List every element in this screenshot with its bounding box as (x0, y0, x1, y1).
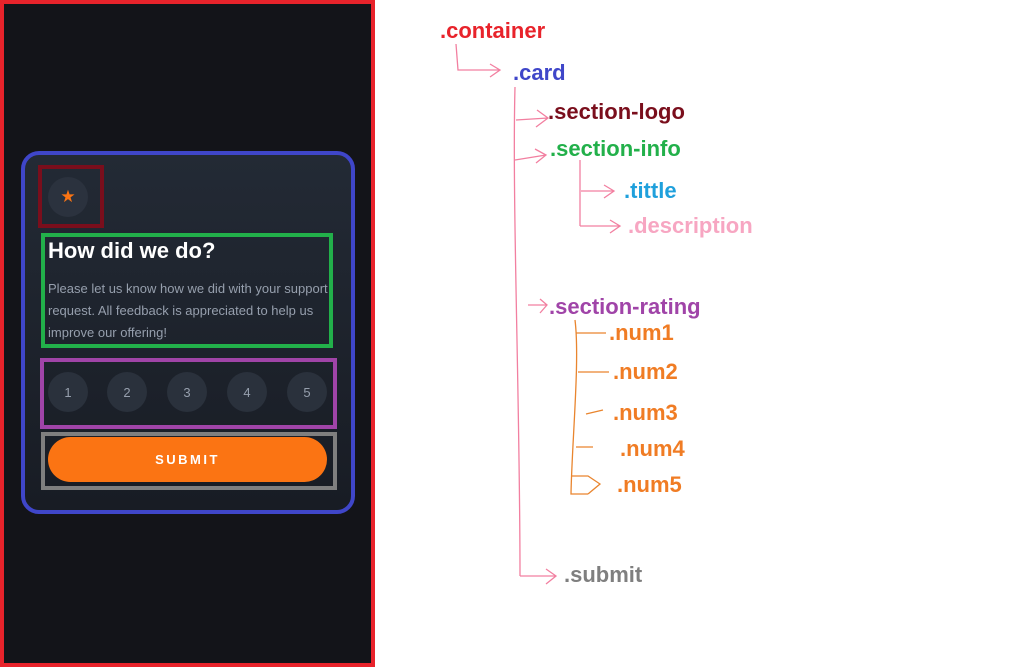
submit-frame (41, 432, 337, 490)
label-num1: .num1 (609, 320, 674, 345)
label-section-info: .section-info (550, 136, 681, 161)
rating-2-button[interactable]: 2 (107, 372, 147, 412)
section-rating-frame (40, 358, 337, 429)
connector-tittle (581, 184, 616, 199)
submit-button[interactable]: SUBMIT (48, 437, 327, 482)
connector-description (580, 219, 622, 234)
rating-4-button[interactable]: 4 (227, 372, 267, 412)
section-info-frame (41, 233, 333, 348)
connector-container-card (455, 43, 502, 78)
label-num5: .num5 (617, 472, 682, 497)
logo-badge: ★ (48, 177, 88, 217)
rating-3-button[interactable]: 3 (167, 372, 207, 412)
rating-1-button[interactable]: 1 (48, 372, 88, 412)
connector-section-info (514, 148, 548, 164)
label-card: .card (513, 60, 566, 85)
label-section-rating: .section-rating (549, 294, 701, 319)
label-description: .description (628, 213, 753, 238)
connector-card-trunk (513, 86, 521, 577)
connector-num3 (585, 409, 604, 415)
label-section-logo: .section-logo (548, 99, 685, 124)
label-submit: .submit (564, 562, 643, 587)
connector-num5 (571, 475, 602, 495)
label-num2: .num2 (613, 359, 678, 384)
star-icon: ★ (60, 186, 76, 207)
connector-section-logo (515, 109, 550, 128)
connector-section-rating (528, 298, 548, 314)
card-title: How did we do? (48, 238, 216, 263)
label-tittle: .tittle (624, 178, 677, 203)
label-container: .container (440, 18, 546, 43)
connector-rating-trunk (570, 319, 588, 495)
label-num4: .num4 (620, 436, 685, 461)
rating-5-button[interactable]: 5 (287, 372, 327, 412)
section-logo-frame (38, 165, 104, 228)
connector-submit (520, 568, 558, 585)
card-description: Please let us know how we did with your … (48, 281, 328, 340)
label-num3: .num3 (613, 400, 678, 425)
